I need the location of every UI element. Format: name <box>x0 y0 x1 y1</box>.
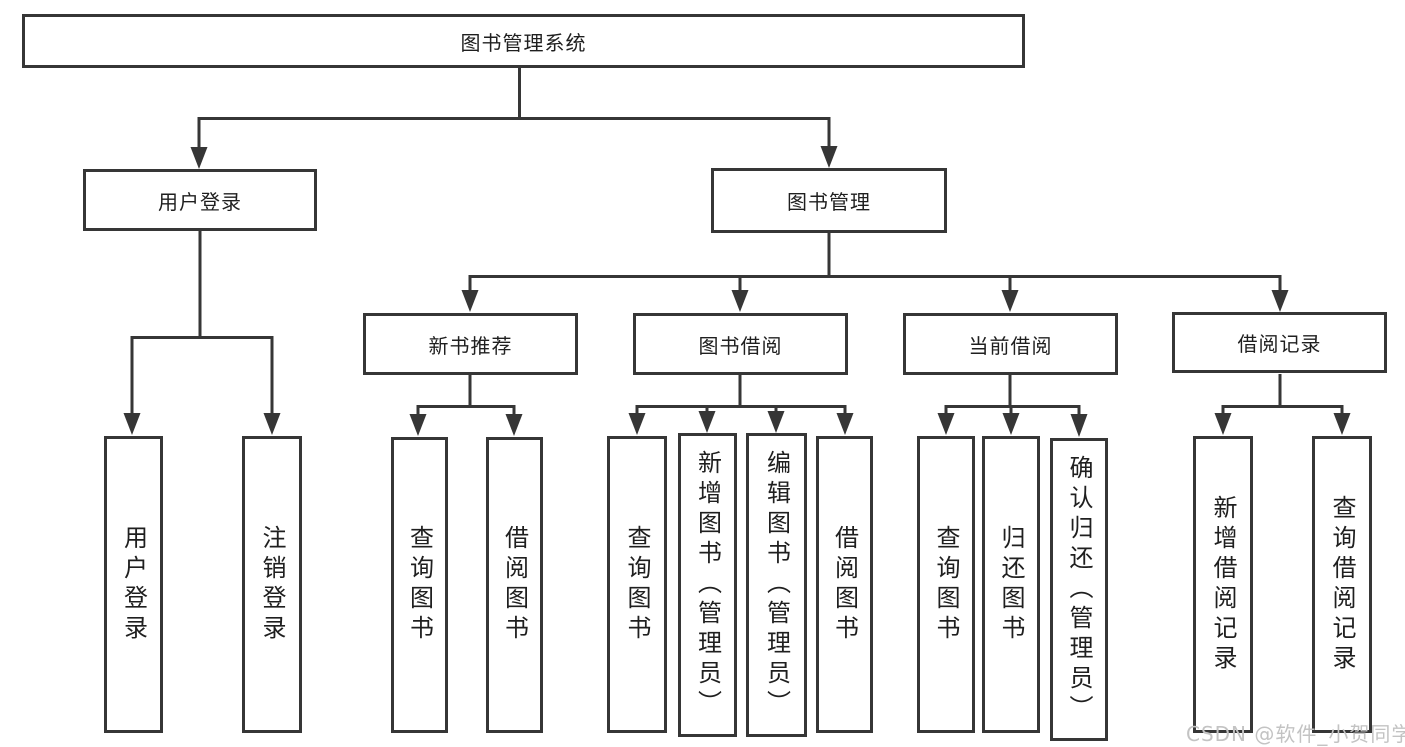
arrowhead <box>1333 413 1351 435</box>
arrowhead <box>698 411 716 433</box>
arrowhead <box>123 413 141 435</box>
connector-user-login-branch <box>123 231 281 435</box>
arrowhead <box>1001 290 1019 312</box>
arrowhead <box>836 413 854 435</box>
node-user-login-branch: 用户登录 <box>83 169 317 231</box>
arrowhead <box>820 146 838 168</box>
node-leaf-borrow-books-1: 借阅图书 <box>486 437 543 733</box>
arrowhead <box>628 413 646 435</box>
arrowhead <box>937 413 955 435</box>
node-leaf-query-books-1: 查询图书 <box>391 437 448 733</box>
connector-book-management-to-level3 <box>461 233 1289 312</box>
node-book-borrowing: 图书借阅 <box>633 313 848 375</box>
arrowhead <box>767 411 785 433</box>
arrowhead <box>1214 413 1232 435</box>
connector-borrowing-records-section <box>1214 374 1351 435</box>
arrowhead <box>731 290 749 312</box>
node-leaf-query-borrow-record: 查询借阅记录 <box>1312 436 1372 733</box>
node-leaf-edit-books-admin: 编辑图书（管理员） <box>746 433 807 737</box>
node-root-system: 图书管理系统 <box>22 14 1025 68</box>
node-book-management-branch: 图书管理 <box>711 168 947 233</box>
arrowhead <box>1002 413 1020 435</box>
arrowhead <box>1070 414 1088 437</box>
node-leaf-return-books: 归还图书 <box>982 436 1040 733</box>
node-leaf-logout: 注销登录 <box>242 436 302 733</box>
arrowhead <box>263 413 281 435</box>
arrowhead <box>1271 290 1289 312</box>
node-leaf-add-borrow-record: 新增借阅记录 <box>1193 436 1253 733</box>
arrowhead <box>505 414 523 436</box>
arrowhead <box>409 414 427 436</box>
arrowhead <box>461 290 479 312</box>
node-new-book-recommendation: 新书推荐 <box>363 313 578 375</box>
node-leaf-user-login: 用户登录 <box>104 436 163 733</box>
csdn-watermark: CSDN @软件_小贺同学 <box>1186 722 1405 746</box>
connector-new-book-section <box>409 375 523 436</box>
node-leaf-query-books-2: 查询图书 <box>607 436 667 733</box>
node-leaf-borrow-books-2: 借阅图书 <box>816 436 873 733</box>
connector-root-to-level2 <box>190 68 838 169</box>
node-leaf-confirm-return-admin: 确认归还（管理员） <box>1050 438 1108 741</box>
arrowhead <box>190 147 208 169</box>
node-borrowing-records: 借阅记录 <box>1172 312 1387 373</box>
node-leaf-add-books-admin: 新增图书（管理员） <box>678 433 737 737</box>
connector-current-borrowing-section <box>937 375 1088 437</box>
node-leaf-query-books-3: 查询图书 <box>917 436 975 733</box>
connector-book-borrowing-section <box>628 375 854 435</box>
node-current-borrowing: 当前借阅 <box>903 313 1118 375</box>
